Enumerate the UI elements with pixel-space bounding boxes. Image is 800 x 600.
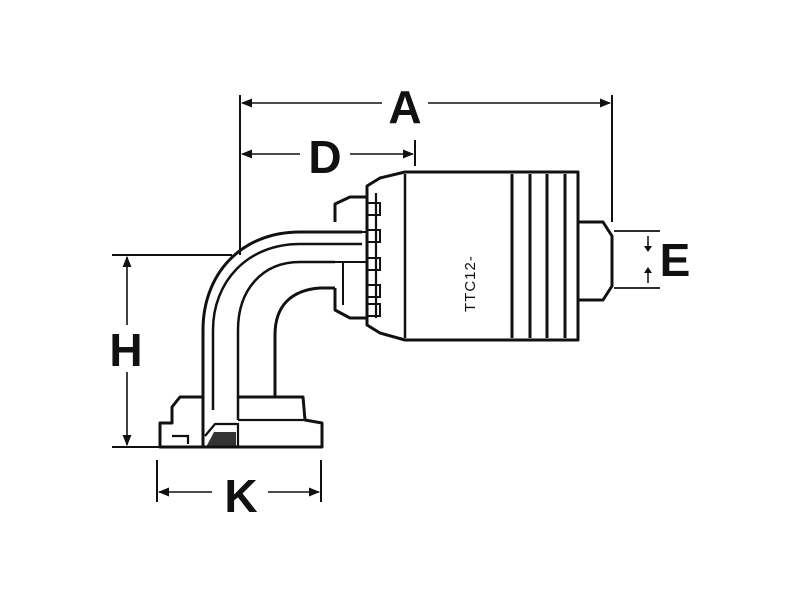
- hex-nut: [333, 195, 369, 320]
- hose-end: [578, 220, 614, 302]
- dimension-k: K: [156, 460, 322, 522]
- flange: [158, 395, 324, 449]
- part-marking: TTC12-: [462, 255, 479, 312]
- dimension-label-h: H: [109, 324, 142, 376]
- dimension-d: D: [240, 131, 416, 183]
- socket-ferrule: TTC12-: [365, 170, 580, 342]
- dimension-a: A: [239, 81, 613, 255]
- dimension-h: H: [109, 254, 232, 448]
- dimension-label-e: E: [660, 234, 691, 286]
- dimension-e: E: [614, 230, 691, 289]
- elbow-tube: [201, 230, 362, 420]
- dimension-label-k: K: [224, 470, 257, 522]
- dimension-label-d: D: [308, 131, 341, 183]
- dimension-label-a: A: [388, 81, 421, 133]
